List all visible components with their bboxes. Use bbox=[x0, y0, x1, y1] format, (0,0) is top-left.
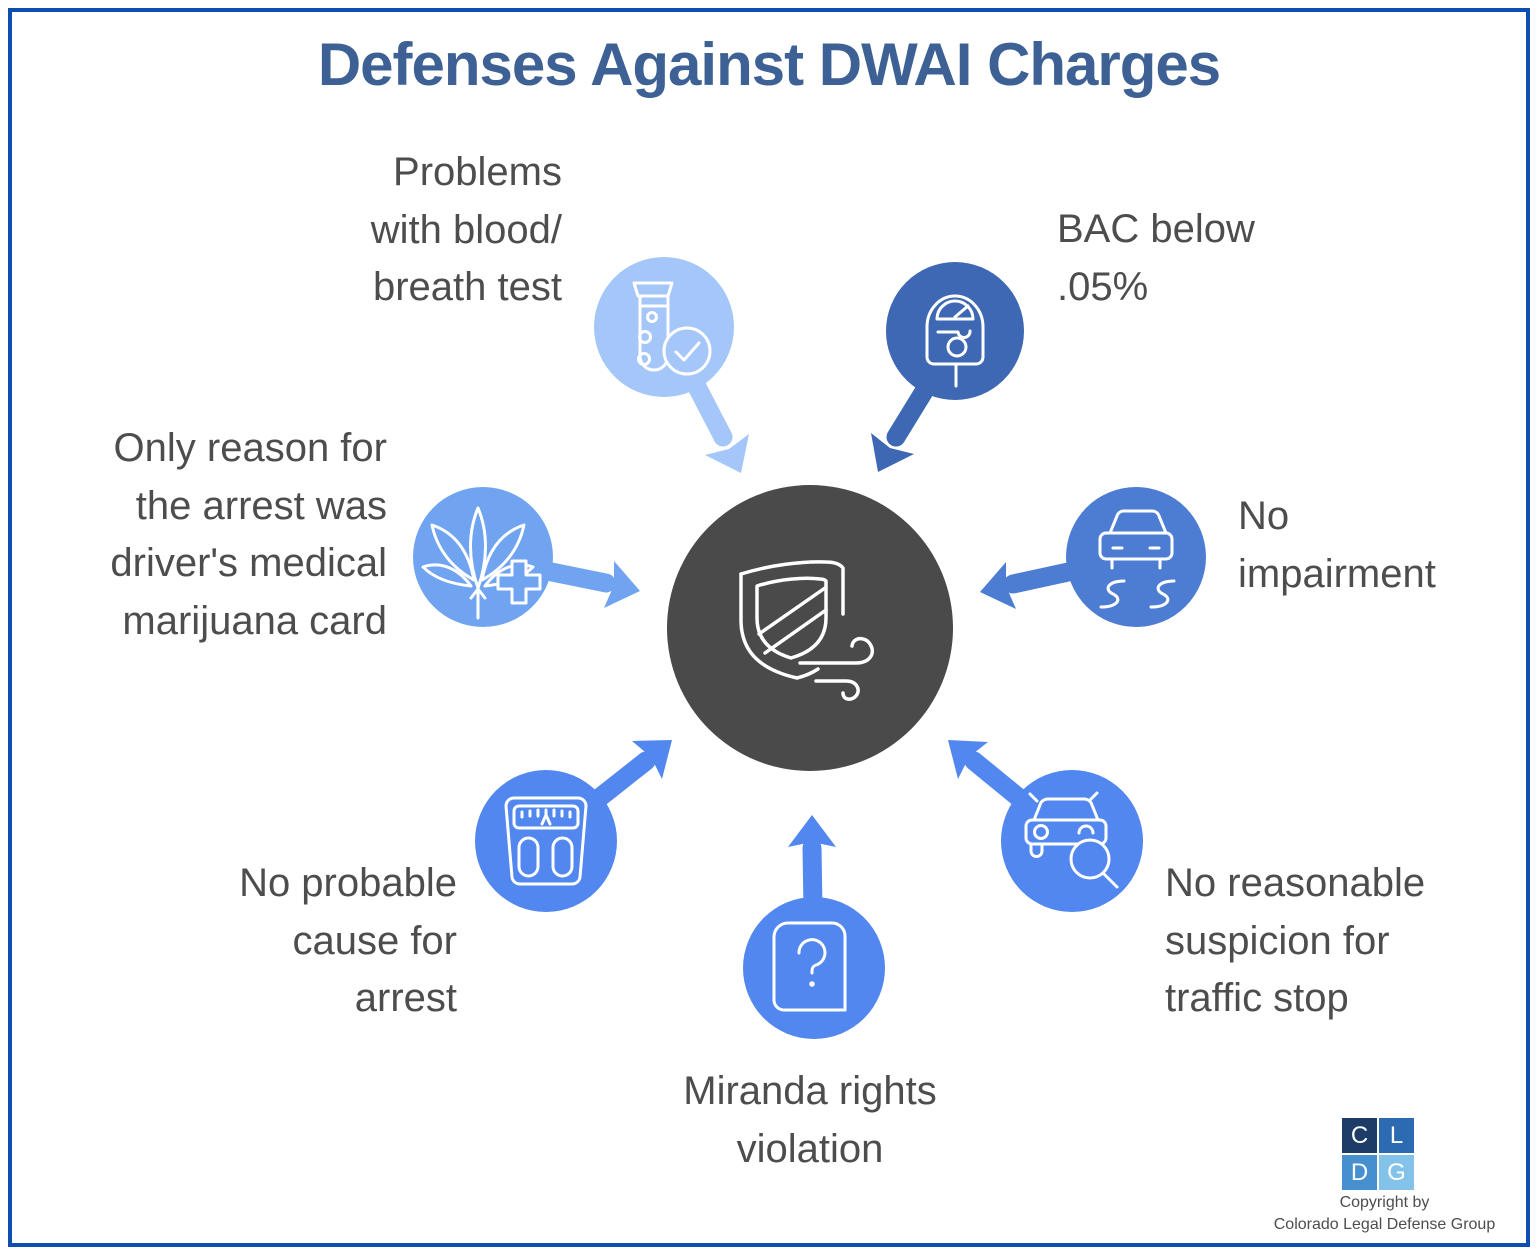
arrow-to-center bbox=[871, 370, 941, 472]
defense-node-no-probable-cause bbox=[475, 740, 672, 912]
defense-label-blood-breath-test: Problems with blood/ breath test bbox=[370, 150, 562, 310]
arrow-to-center bbox=[788, 815, 836, 920]
defense-label-medical-marijuana-card: Only reason for the arrest was driver's … bbox=[110, 426, 387, 643]
arrow-to-center bbox=[527, 559, 640, 608]
defense-label-no-reasonable-suspicion: No reasonable suspicion for traffic stop bbox=[1165, 861, 1426, 1021]
center-node bbox=[667, 485, 953, 771]
page-title: Defenses Against DWAI Charges bbox=[317, 31, 1221, 98]
copyright-line2: Colorado Legal Defense Group bbox=[1273, 1215, 1496, 1233]
node-circle bbox=[475, 770, 617, 912]
test-tube-check-icon bbox=[632, 281, 712, 376]
marijuana-medical-icon bbox=[421, 506, 542, 620]
copyright-line1: Copyright by bbox=[1339, 1194, 1430, 1211]
scale-icon bbox=[504, 796, 588, 886]
logo-square-c: C bbox=[1342, 1118, 1377, 1153]
shield-wind-icon bbox=[739, 560, 875, 701]
defense-node-blood-breath-test bbox=[594, 257, 749, 473]
car-magnifier-icon bbox=[1024, 791, 1119, 889]
defense-label-no-probable-cause: No probable cause for arrest bbox=[239, 861, 457, 1021]
arrow-to-center bbox=[948, 740, 1039, 816]
logo-square-l: L bbox=[1379, 1118, 1414, 1153]
copyright-text: Copyright by Colorado Legal Defense Grou… bbox=[1262, 1192, 1507, 1235]
defense-label-bac-below-05: BAC below .05% bbox=[1057, 207, 1255, 309]
rights-book-icon bbox=[772, 921, 847, 1012]
car-skidding-icon bbox=[1098, 509, 1176, 609]
node-circle bbox=[594, 257, 734, 397]
arrow-to-center bbox=[685, 373, 749, 473]
defense-node-no-reasonable-suspicion bbox=[948, 740, 1143, 912]
arrow-to-center bbox=[980, 559, 1092, 609]
defense-node-miranda-violation bbox=[743, 815, 885, 1039]
node-circle bbox=[413, 487, 553, 627]
logo-square-g: G bbox=[1379, 1155, 1414, 1190]
defense-label-miranda-violation: Miranda rights violation bbox=[683, 1069, 937, 1171]
cldg-logo: C L D G bbox=[1342, 1118, 1414, 1190]
logo-square-d: D bbox=[1342, 1155, 1377, 1190]
arrow-to-center bbox=[579, 740, 672, 816]
center-circle bbox=[667, 485, 953, 771]
defense-node-bac-below-05 bbox=[871, 262, 1024, 472]
node-circle bbox=[1066, 487, 1206, 627]
defense-node-no-impairment bbox=[980, 487, 1206, 627]
breathalyzer-meter-icon bbox=[925, 294, 985, 388]
defense-node-medical-marijuana-card bbox=[413, 487, 640, 627]
node-circle bbox=[1001, 770, 1143, 912]
defense-label-no-impairment: No impairment bbox=[1238, 494, 1436, 596]
